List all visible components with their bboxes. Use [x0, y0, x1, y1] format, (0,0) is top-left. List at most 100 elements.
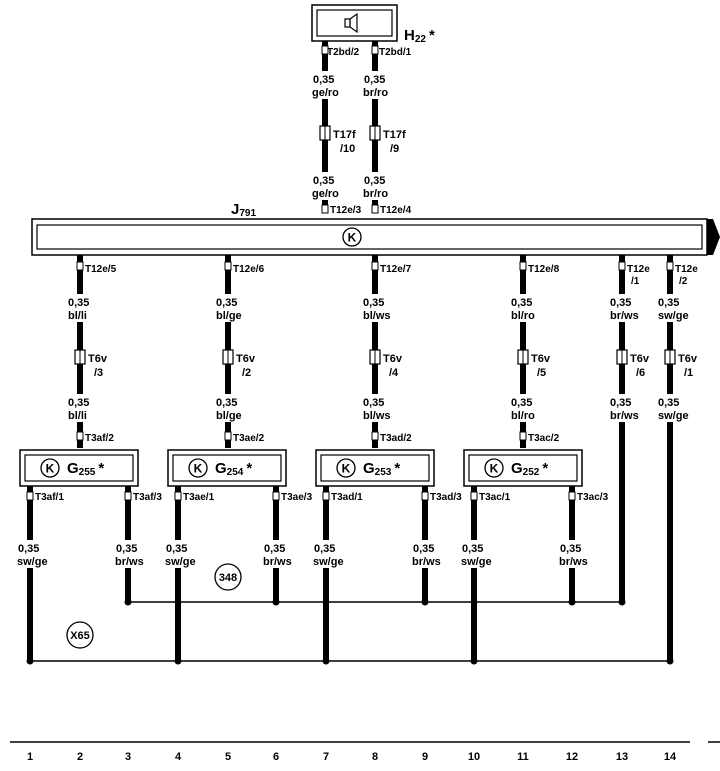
- splice-x65[interactable]: X65: [66, 621, 94, 649]
- connector-icon: [369, 349, 381, 365]
- sensor-pin: T3ac/1: [479, 492, 511, 503]
- column-number: 6: [273, 751, 279, 763]
- wire-color: sw/ge: [658, 410, 689, 422]
- wire-color: bl/ws: [363, 410, 391, 422]
- column-number: 1: [27, 751, 33, 763]
- wire-size: 0,35: [610, 297, 631, 309]
- wire-size: 0,35: [658, 397, 679, 409]
- column-number: 14: [664, 751, 677, 763]
- wire-color: br/ws: [559, 556, 588, 568]
- ecu-pin: T12e/5: [85, 264, 117, 275]
- column-number: 11: [517, 751, 529, 763]
- wire-size: 0,35: [462, 543, 483, 555]
- ecu-component[interactable]: [31, 218, 720, 256]
- column-number: 13: [616, 751, 628, 763]
- svg-text:348: 348: [219, 572, 237, 584]
- connector-label: T17f: [383, 129, 406, 141]
- wire-size: 0,35: [364, 175, 385, 187]
- wire-color: bl/ro: [511, 410, 535, 422]
- ecu-pin: T12e/4: [380, 205, 412, 216]
- connector-icon: [319, 125, 381, 141]
- speaker-component[interactable]: [311, 4, 398, 42]
- wire-color: ge/ro: [312, 87, 339, 99]
- connector-pin: /10: [340, 143, 355, 155]
- wire-color: sw/ge: [17, 556, 48, 568]
- wire-size: 0,35: [313, 74, 334, 86]
- sensor-name: G255*: [67, 460, 104, 478]
- connector-label: T6v: [383, 353, 403, 365]
- connector-label: T6v: [88, 353, 108, 365]
- connector-pin: /6: [636, 367, 645, 379]
- sensor-g253[interactable]: K G253*: [315, 449, 435, 487]
- wire-color: sw/ge: [165, 556, 196, 568]
- wire-size: 0,35: [68, 397, 89, 409]
- ecu-pin: T12e: [627, 264, 650, 275]
- connector-icon: [222, 349, 234, 365]
- ecu-name: J791: [231, 201, 256, 219]
- ecu-pin: T12e/7: [380, 264, 412, 275]
- splice-348[interactable]: 348: [214, 563, 242, 591]
- lower-wires: T12e/50,35bl/liT6v/30,35bl/liT3af/2T12e/…: [64, 255, 698, 661]
- wire-size: 0,35: [560, 543, 581, 555]
- wire-color: ge/ro: [312, 188, 339, 200]
- wire-color: br/ws: [610, 410, 639, 422]
- connector-icon: [664, 349, 676, 365]
- connector-pin: /5: [537, 367, 546, 379]
- connector-label: T6v: [630, 353, 650, 365]
- sensor-symbol: K: [484, 458, 504, 478]
- column-number: 5: [225, 751, 231, 763]
- svg-text:K: K: [348, 231, 357, 245]
- connector-icon: [616, 349, 628, 365]
- sensor-g255[interactable]: K G255*: [19, 449, 139, 487]
- speaker-name: H22*: [404, 27, 435, 45]
- wire-size: 0,35: [314, 543, 335, 555]
- wire-color: sw/ge: [313, 556, 344, 568]
- wire-color: bl/ge: [216, 310, 242, 322]
- wire-size: 0,35: [363, 297, 384, 309]
- svg-text:K: K: [490, 462, 499, 476]
- sensor-symbol: K: [336, 458, 356, 478]
- svg-text:K: K: [46, 462, 55, 476]
- wire-size: 0,35: [264, 543, 285, 555]
- wire-color: bl/ge: [216, 410, 242, 422]
- wire-color: bl/ws: [363, 310, 391, 322]
- sensor-name: G254*: [215, 460, 252, 478]
- sensor-pin: T3ad/2: [380, 433, 412, 444]
- wire-color: bl/ro: [511, 310, 535, 322]
- connector-pin: /1: [684, 367, 693, 379]
- ecu-symbol: K: [342, 227, 362, 247]
- column-number: 3: [125, 751, 131, 763]
- wire-color: bl/li: [68, 310, 87, 322]
- connector-label: T6v: [236, 353, 256, 365]
- sensor-pin: T3ae/3: [281, 492, 313, 503]
- sensor-pin: T3ac/2: [528, 433, 560, 444]
- ecu-pin: /1: [631, 276, 640, 287]
- column-number: 12: [566, 751, 578, 763]
- wire-size: 0,35: [610, 397, 631, 409]
- sensor-name: G253*: [363, 460, 400, 478]
- wire-color: br/ro: [363, 87, 388, 99]
- sensor-pin: T3ae/2: [233, 433, 265, 444]
- sensor-pin: T3af/2: [85, 433, 114, 444]
- wire-color: br/ro: [363, 188, 388, 200]
- wire-color: br/ws: [412, 556, 441, 568]
- wire-size: 0,35: [166, 543, 187, 555]
- sensor-symbol: K: [40, 458, 60, 478]
- wire-size: 0,35: [364, 74, 385, 86]
- wire-color: sw/ge: [658, 310, 689, 322]
- svg-text:K: K: [342, 462, 351, 476]
- sensor-pin: T3ad/1: [331, 492, 363, 503]
- connector-pin: /4: [389, 367, 399, 379]
- speaker-pin-left: T2bd/2: [327, 47, 360, 58]
- sensor-pin: T3ac/3: [577, 492, 609, 503]
- connector-pin: /2: [242, 367, 251, 379]
- sensor-pin: T3af/3: [133, 492, 162, 503]
- continuation-arrow-icon: [707, 219, 720, 255]
- connector-icon: [517, 349, 529, 365]
- ecu-pin: T12e/8: [528, 264, 560, 275]
